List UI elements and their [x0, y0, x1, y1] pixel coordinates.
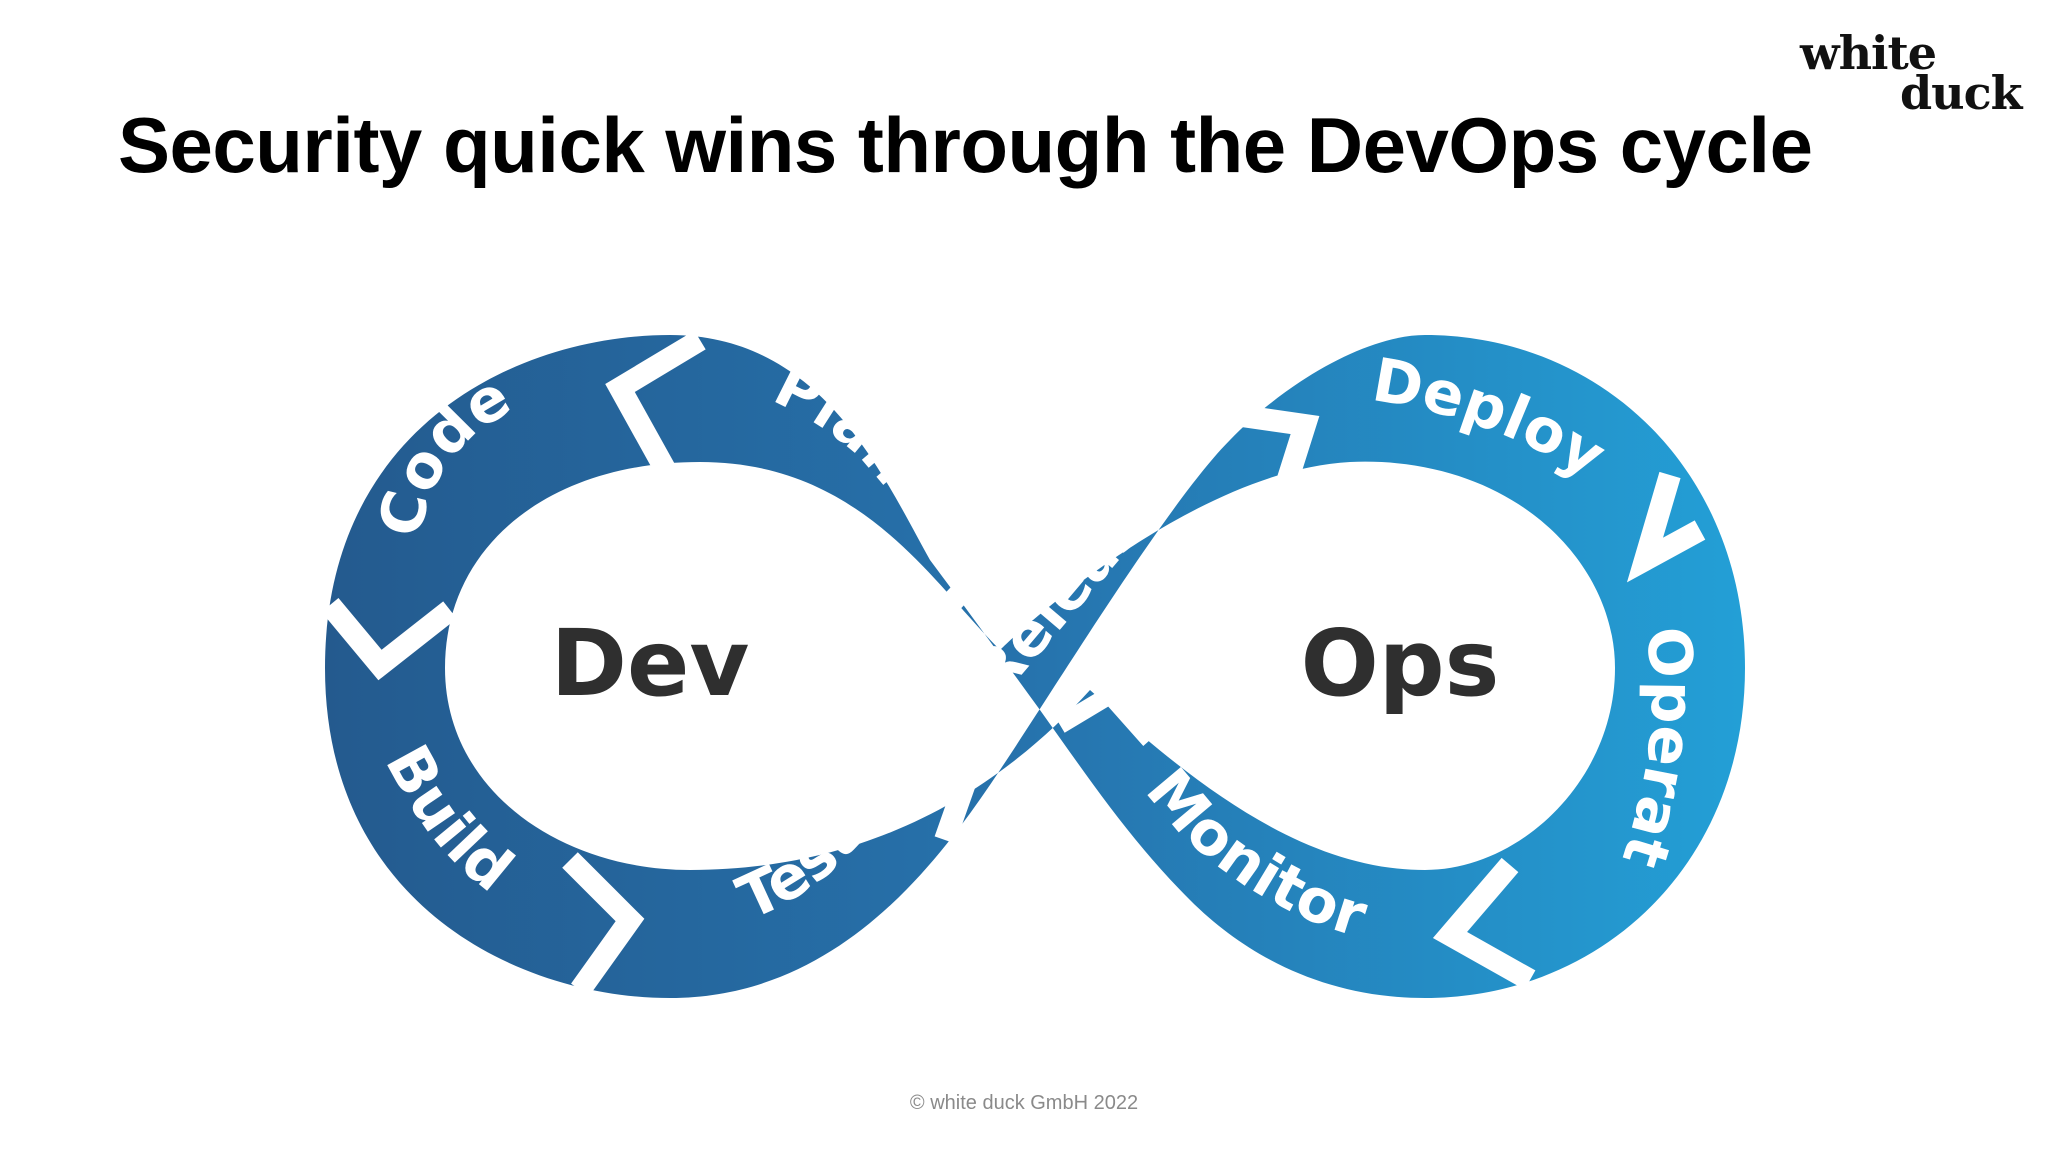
separator-code-build	[321, 597, 457, 681]
ops-label: Ops	[1301, 610, 1500, 717]
separator-monitor-release	[1055, 683, 1157, 746]
white-duck-logo: white duck	[1800, 26, 2022, 120]
stage-release-label: Release	[958, 462, 1183, 709]
separator-test-release	[888, 729, 990, 844]
logo-line-2: duck	[1900, 66, 2022, 120]
separator-build-test	[562, 852, 645, 997]
separator-code-plan	[605, 330, 706, 484]
separator-plan-release	[917, 527, 1024, 645]
infinity-ribbon	[325, 335, 1745, 998]
stage-release-text: Release	[958, 462, 1183, 709]
slide-title: Security quick wins through the DevOps c…	[118, 101, 1813, 189]
separator-deploy-operate	[1626, 471, 1706, 583]
logo-line-1: white	[1800, 26, 1937, 80]
dev-label: Dev	[551, 610, 750, 717]
separator-operate-monitor	[1432, 857, 1536, 990]
separator-release-deploy	[1198, 399, 1320, 524]
copyright-footer: © white duck GmbH 2022	[909, 1092, 1139, 1114]
